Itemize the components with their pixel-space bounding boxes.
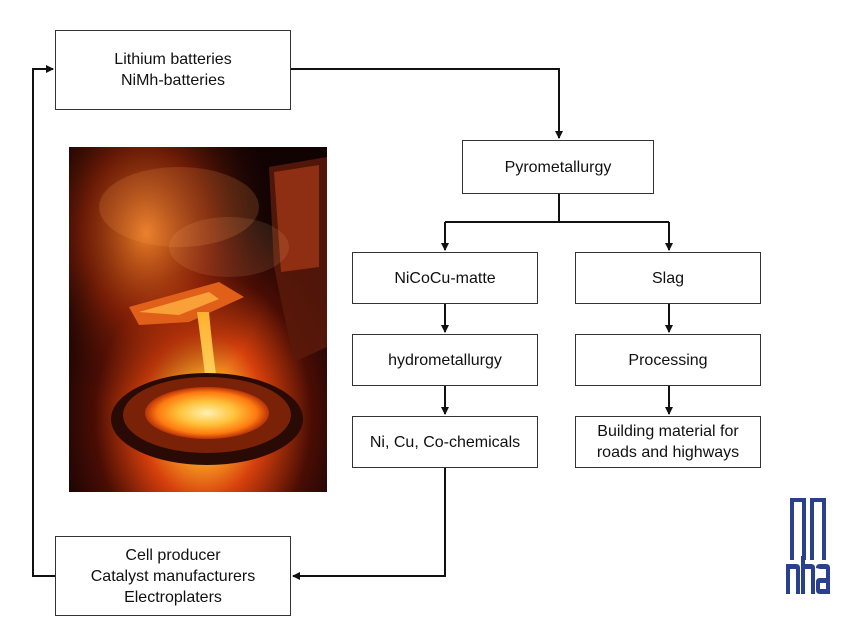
box-end-users-line1: Cell producer: [125, 546, 221, 564]
box-battery-input: Lithium batteries NiMh-batteries: [55, 30, 291, 110]
box-battery-input-line2: NiMh-batteries: [120, 72, 226, 89]
molten-metal-pouring-photo: [69, 147, 327, 492]
box-pyrometallurgy-label: Pyrometallurgy: [504, 158, 612, 176]
box-pyrometallurgy: Pyrometallurgy: [462, 140, 654, 194]
box-slag: Slag: [575, 252, 761, 304]
arrow-producers-to-batteries: [32, 65, 55, 577]
arrow-chemicals-to-producers: [292, 468, 446, 580]
box-end-users-line2: Catalyst manufacturers: [90, 567, 256, 585]
box-matte-label: NiCoCu-matte: [394, 269, 496, 287]
box-battery-input-line1: Lithium batteries: [114, 51, 232, 68]
box-processing-label: Processing: [628, 351, 708, 369]
box-building-material-line1: Building material for: [597, 423, 739, 440]
box-building-material-line2: roads and highways: [596, 444, 740, 461]
arrow-batteries-to-pyrometallurgy: [291, 68, 563, 139]
box-hydrometallurgy-label: hydrometallurgy: [388, 351, 502, 369]
box-hydrometallurgy: hydrometallurgy: [352, 334, 538, 386]
nha-logo: [786, 498, 830, 594]
box-chemicals: Ni, Cu, Co-chemicals: [352, 416, 538, 468]
box-building-material: Building material for roads and highways: [575, 416, 761, 468]
box-slag-label: Slag: [651, 269, 685, 287]
box-chemicals-label: Ni, Cu, Co-chemicals: [369, 433, 521, 451]
box-end-users-line3: Electroplaters: [124, 588, 222, 606]
box-end-users: Cell producer Catalyst manufacturers Ele…: [55, 536, 291, 616]
box-matte: NiCoCu-matte: [352, 252, 538, 304]
box-processing: Processing: [575, 334, 761, 386]
